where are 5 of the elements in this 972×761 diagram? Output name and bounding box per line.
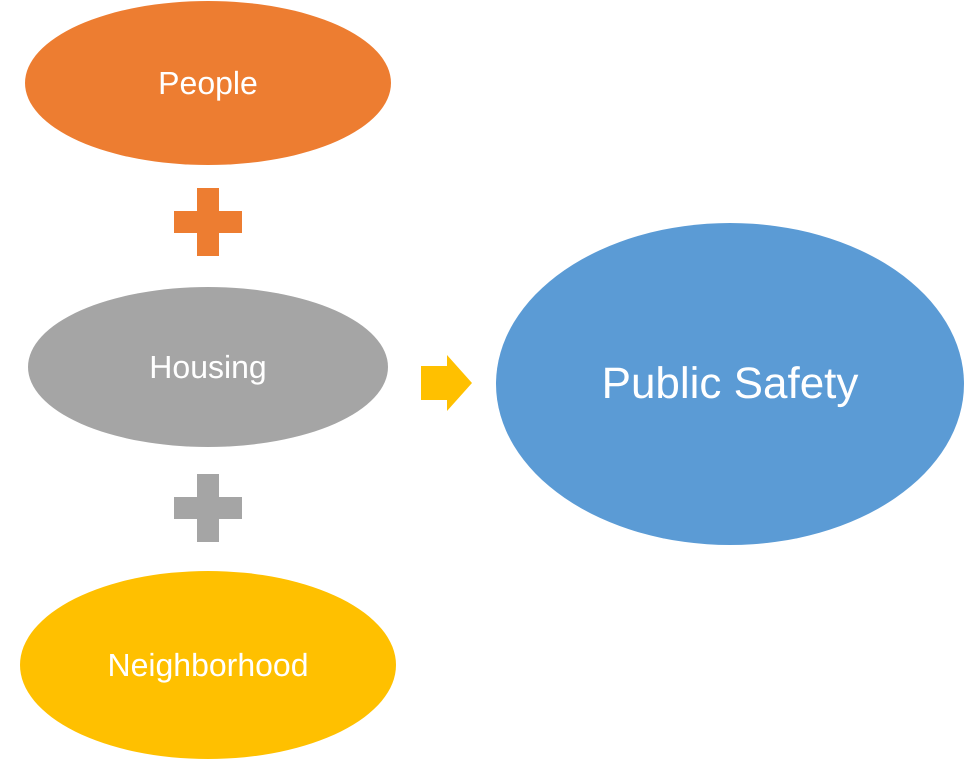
node-label: Public Safety xyxy=(602,359,858,409)
node-label: Housing xyxy=(149,348,267,386)
block-arrow xyxy=(421,355,472,411)
node-label: People xyxy=(158,64,258,102)
node-label: Neighborhood xyxy=(107,646,309,684)
